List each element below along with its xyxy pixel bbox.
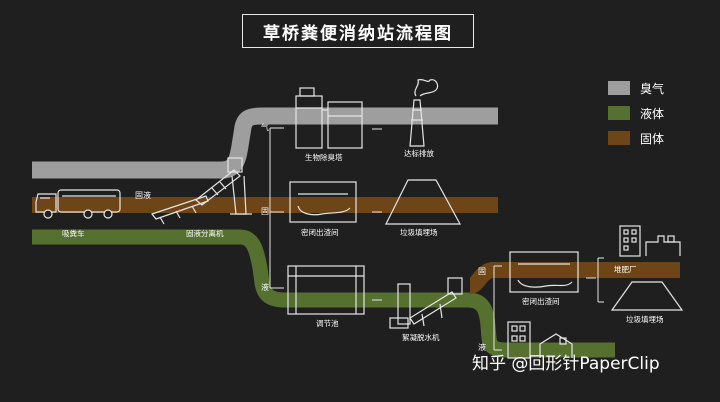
legend-swatch-solid [608,131,630,145]
stage-label-regulating-tank: 调节池 [316,319,339,328]
legend-swatch-liquid [608,106,630,120]
branch-tag-liquid-2: 液 [478,343,486,352]
stage-label-dewatering: 絮凝脱水机 [402,333,440,342]
legend-item-odor: 臭气 [608,80,664,96]
stage-label-separator: 固液分离机 [186,229,224,238]
branch-tag-solid: 固 [261,207,269,216]
legend-label-liquid: 液体 [640,106,665,121]
stage-label-biofilter: 生物除臭塔 [305,153,343,162]
compost-factory-icon [619,225,681,257]
legend-label-odor: 臭气 [640,81,665,96]
chimney-icon [409,78,439,147]
stage-label-landfill-2: 垃圾填埋场 [626,315,664,324]
legend-item-liquid: 液体 [608,105,664,121]
stage-label-sealed-outlet-2: 密闭出渣间 [522,297,560,306]
truck-icon [35,189,121,219]
solid-flow-band-lower [468,262,680,294]
biofilter-tower-icon [295,87,363,149]
stage-label-chimney: 达标排放 [404,149,434,158]
connector-lines [269,127,604,351]
separator-icon [150,157,252,225]
sealed-outlet-room-icon-2 [509,251,579,293]
landfill-icon-2 [610,281,684,311]
legend-swatch-odor [608,81,630,95]
branch-tag-solid-2: 固 [478,267,486,276]
legend: 臭气 液体 固体 [608,80,664,155]
legend-label-solid: 固体 [640,131,665,146]
regulating-tank-icon [287,265,365,315]
stage-label-compost: 堆肥厂 [614,265,637,274]
watermark: 知乎 @回形针PaperClip [472,354,660,374]
branch-tag-solid-liquid: 固液 [135,191,151,200]
page-title: 草桥粪便消纳站流程图 [242,14,474,48]
municipal-building-icon [507,321,573,359]
liquid-flow-band [32,229,615,358]
landfill-icon-1 [385,179,462,225]
sealed-outlet-room-icon-1 [289,181,357,223]
stage-label-sealed-outlet-1: 密闭出渣间 [301,228,339,237]
stage-label-truck: 吸粪车 [62,229,85,238]
legend-item-solid: 固体 [608,130,664,146]
branch-tag-gas: 气 [261,123,269,132]
branch-tag-liquid: 液 [261,283,269,292]
dewatering-machine-icon [389,277,463,329]
stage-label-landfill-1: 垃圾填埋场 [400,228,438,237]
odor-flow-band [32,107,498,179]
